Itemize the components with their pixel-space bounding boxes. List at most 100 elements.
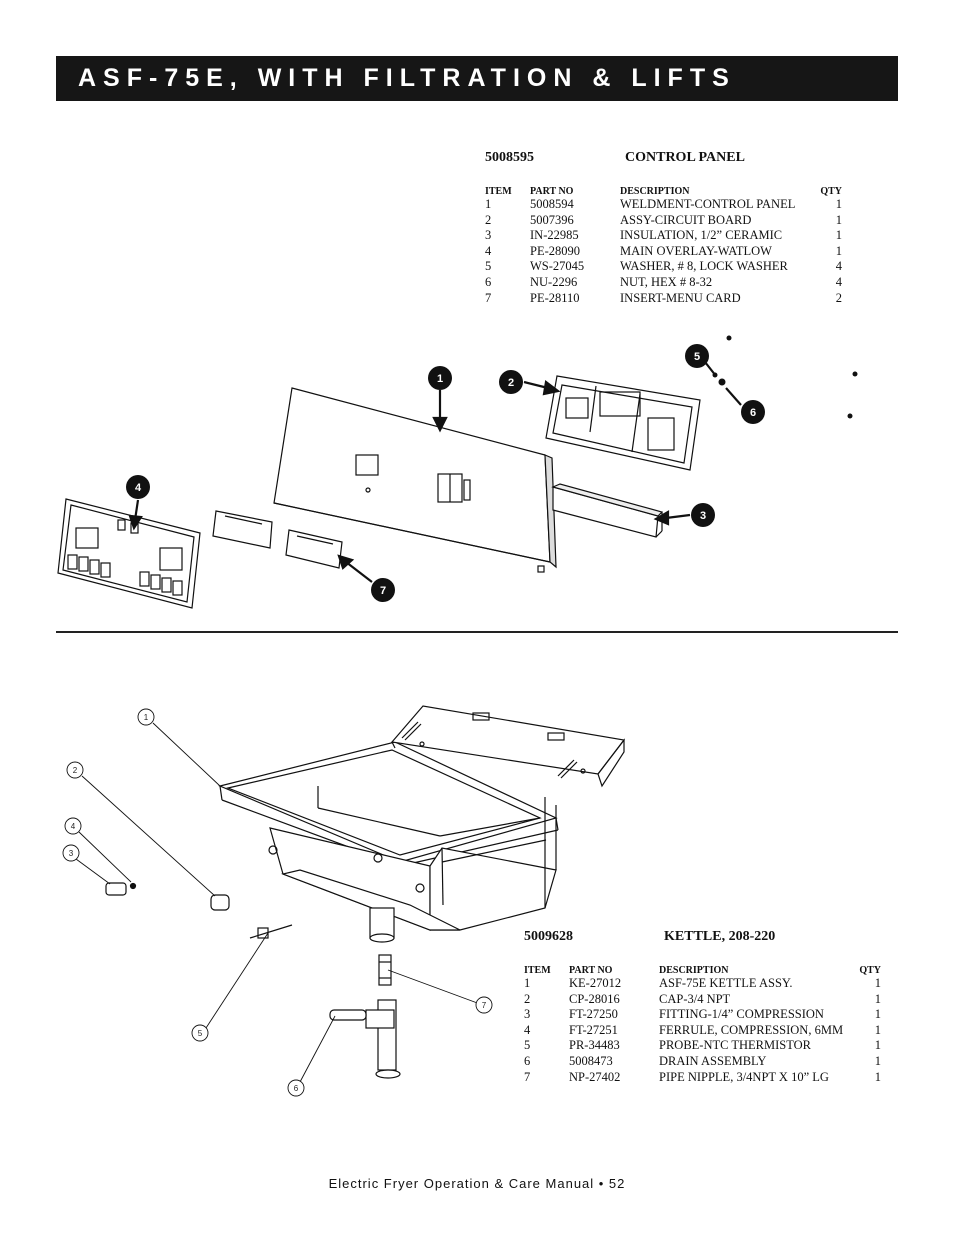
callout-2: 2	[66, 761, 84, 779]
cell-description: INSERT-MENU CARD	[620, 290, 741, 305]
cell-qty: 1	[874, 1069, 881, 1084]
cell-qty: 1	[874, 1053, 881, 1068]
kettle-heading: 5009628 KETTLE, 208-220	[524, 929, 775, 945]
cell-part-no: PE-28110	[530, 290, 580, 305]
cell-qty: 1	[874, 1038, 881, 1053]
table-row: 1 KE-27012 ASF-75E KETTLE ASSY. 1	[524, 976, 881, 992]
control-panel-exploded-diagram: 1 2 3 4 5 6 7	[57, 335, 858, 609]
svg-text:7: 7	[482, 1001, 487, 1010]
svg-text:6: 6	[294, 1084, 299, 1093]
cell-part-no: 5007396	[530, 212, 574, 227]
cell-description: ASF-75E KETTLE ASSY.	[659, 976, 793, 990]
cell-part-no: KE-27012	[569, 976, 622, 990]
cell-description: FITTING-1/4” COMPRESSION	[659, 1007, 824, 1022]
cell-part-no: IN-22985	[530, 228, 579, 243]
header-description: DESCRIPTION	[659, 965, 729, 976]
cell-qty: 1	[874, 1007, 881, 1022]
cell-item: 1	[485, 197, 492, 211]
cell-qty: 1	[835, 212, 842, 227]
svg-text:4: 4	[71, 822, 76, 831]
svg-text:5: 5	[694, 351, 700, 363]
cell-item: 4	[485, 243, 492, 258]
table-header-row: ITEM PART NO DESCRIPTION QTY	[524, 959, 881, 976]
callout-7: 7	[371, 578, 395, 602]
cell-item: 5	[485, 259, 492, 274]
cell-item: 5	[524, 1038, 531, 1053]
cell-item: 3	[524, 1007, 531, 1022]
cell-description: PROBE-NTC THERMISTOR	[659, 1038, 811, 1053]
cell-item: 7	[485, 290, 492, 305]
table-row: 2 5007396 ASSY-CIRCUIT BOARD 1	[485, 213, 842, 229]
cell-qty: 4	[835, 274, 842, 289]
cell-item: 7	[524, 1069, 531, 1084]
control-panel-part-no: 5008595	[485, 150, 534, 165]
cell-description: DRAIN ASSEMBLY	[659, 1053, 767, 1068]
control-panel-callouts: 1 2 3 4 5 6 7	[126, 344, 765, 602]
callout-3: 3	[691, 503, 715, 527]
header-item: ITEM	[524, 965, 551, 976]
kettle-parts-table: ITEM PART NO DESCRIPTION QTY 1 KE-27012 AS…	[524, 959, 881, 1085]
callout-3: 3	[62, 844, 80, 862]
cell-description: NUT, HEX # 8-32	[620, 274, 713, 289]
cell-part-no: NU-2296	[530, 274, 578, 289]
cell-item: 4	[524, 1022, 531, 1037]
cell-description: INSULATION, 1/2” CERAMIC	[620, 228, 783, 243]
callout-1: 1	[428, 366, 452, 390]
header-description: DESCRIPTION	[620, 186, 690, 197]
cell-description: ASSY-CIRCUIT BOARD	[620, 212, 752, 227]
svg-text:4: 4	[135, 482, 142, 494]
cell-part-no: WS-27045	[530, 259, 585, 274]
control-panel-drawing	[57, 375, 701, 609]
header-part-no: PART NO	[530, 186, 574, 197]
cell-item: 6	[485, 274, 492, 289]
cell-item: 2	[485, 212, 492, 227]
callout-4: 4	[64, 817, 82, 835]
table-row: 4 FT-27251 FERRULE, COMPRESSION, 6MM 1	[524, 1023, 881, 1039]
table-header-row: ITEM PART NO DESCRIPTION QTY	[485, 180, 842, 197]
svg-text:2: 2	[73, 766, 78, 775]
control-panel-name: CONTROL PANEL	[625, 150, 745, 165]
cell-qty: 2	[835, 290, 842, 305]
header-qty: QTY	[820, 186, 842, 197]
cell-qty: 1	[874, 991, 881, 1006]
cell-item: 2	[524, 991, 531, 1006]
svg-text:1: 1	[437, 373, 443, 385]
table-row: 7 PE-28110 INSERT-MENU CARD 2	[485, 291, 842, 307]
callout-1: 1	[137, 708, 155, 726]
control-panel-heading: 5008595 CONTROL PANEL	[485, 150, 745, 166]
svg-text:3: 3	[700, 510, 706, 522]
callout-7: 7	[475, 996, 493, 1014]
header-part-no: PART NO	[569, 965, 613, 976]
cell-description: WASHER, # 8, LOCK WASHER	[620, 259, 788, 274]
cell-description: FERRULE, COMPRESSION, 6MM	[659, 1022, 844, 1037]
cell-item: 3	[485, 228, 492, 243]
svg-text:7: 7	[380, 585, 386, 597]
callout-4: 4	[126, 475, 150, 499]
cell-part-no: 5008594	[530, 197, 574, 211]
cell-item: 1	[524, 976, 531, 990]
cell-part-no: CP-28016	[569, 991, 620, 1006]
cell-part-no: PE-28090	[530, 243, 580, 258]
callout-5: 5	[191, 1024, 209, 1042]
cell-qty: 1	[874, 1022, 881, 1037]
kettle-part-no: 5009628	[524, 929, 573, 944]
svg-text:3: 3	[69, 849, 74, 858]
cell-part-no: FT-27251	[569, 1022, 618, 1037]
cell-description: WELDMENT-CONTROL PANEL	[620, 197, 796, 211]
cell-part-no: PR-34483	[569, 1038, 620, 1053]
cell-qty: 1	[874, 976, 881, 990]
washer-nut-hardware	[712, 335, 858, 419]
svg-text:5: 5	[198, 1029, 203, 1038]
header-qty: QTY	[859, 965, 881, 976]
cell-part-no: NP-27402	[569, 1069, 621, 1084]
table-row: 6 NU-2296 NUT, HEX # 8-32 4	[485, 275, 842, 291]
overlay-button-row	[67, 554, 183, 596]
